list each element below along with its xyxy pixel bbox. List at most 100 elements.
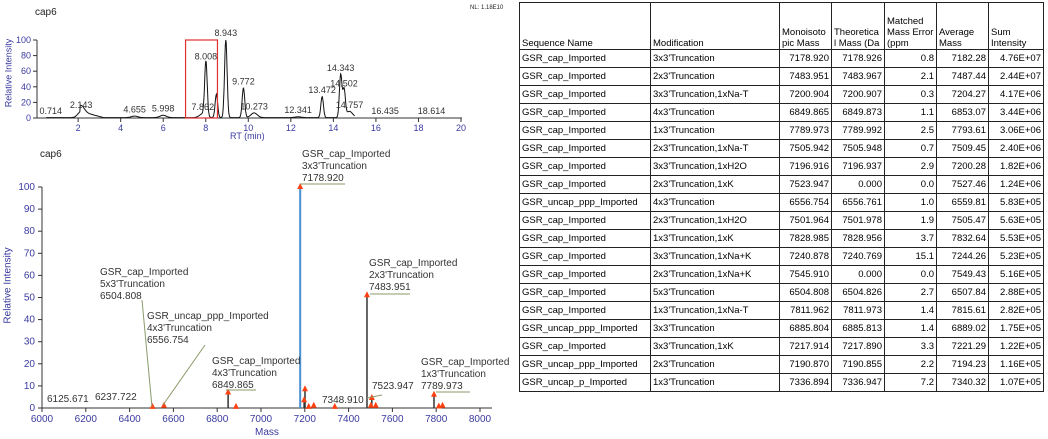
table-cell: GSR_cap_Imported: [519, 283, 651, 302]
y-tick-label: 0: [26, 113, 31, 123]
table-cell: 1.24E+06: [988, 175, 1044, 194]
table-cell: 1x3'Truncation,1xK: [650, 229, 780, 248]
table-cell: 6889.02: [936, 319, 989, 338]
table-cell: 3.7: [884, 229, 937, 248]
chromatogram-title: cap6: [35, 7, 57, 18]
table-cell: 7194.23: [936, 355, 989, 374]
table-cell: 7200.907: [831, 85, 885, 104]
table-cell: 7340.32: [936, 373, 989, 392]
peak-marker: [367, 401, 374, 408]
table-cell: 6504.826: [831, 283, 885, 302]
peak-rt-label: 18.614: [418, 106, 446, 116]
table-cell: 7.2: [884, 373, 937, 392]
peak-rt-label: 8.008: [195, 51, 218, 61]
spectrum-title: cap6: [40, 149, 62, 160]
table-cell: 4x3'Truncation: [650, 103, 780, 122]
peak-label: GSR_cap_Imported 2x3'Truncation 7483.951: [369, 258, 458, 293]
table-cell: 1.82E+06: [988, 157, 1044, 176]
leader-line: [162, 344, 206, 406]
table-cell: 2.9: [884, 157, 937, 176]
table-cell: 7204.27: [936, 85, 989, 104]
table-cell: 2.40E+06: [988, 139, 1044, 158]
x-tick-label: 6600: [162, 414, 185, 425]
table-cell: 7828.956: [831, 229, 885, 248]
peak-marker: [439, 401, 446, 408]
table-cell: 3x3'Truncation,1xK: [650, 337, 780, 356]
table-cell: 7828.985: [779, 229, 832, 248]
x-tick-label: 7000: [250, 414, 273, 425]
table-cell: 1.9: [884, 211, 937, 230]
table-cell: 7240.878: [779, 247, 832, 266]
peak-rt-label: 2.143: [70, 100, 93, 110]
table-cell: 0.000: [831, 175, 885, 194]
table-cell: 0.0: [884, 265, 937, 284]
table-cell: GSR_cap_Imported: [519, 103, 651, 122]
table-cell: 7190.870: [779, 355, 832, 374]
table-cell: 7815.61: [936, 301, 989, 320]
table-cell: GSR_cap_Imported: [519, 49, 651, 68]
x-tick-label: 16: [371, 123, 381, 133]
peak-label: GSR_cap_Imported 1x3'Truncation 7789.973: [421, 357, 510, 392]
table-cell: GSR_cap_Imported: [519, 229, 651, 248]
peak-marker: [363, 291, 370, 298]
x-tick-label: 8000: [469, 414, 492, 425]
x-tick-label: 8: [203, 123, 208, 133]
y-tick-label: 20: [21, 97, 31, 107]
x-tick-label: 2: [76, 123, 81, 133]
peak-marker: [297, 183, 304, 189]
table-cell: 0.3: [884, 85, 937, 104]
table-cell: 5.63E+05: [988, 211, 1044, 230]
peak-rt-label: 4.655: [123, 104, 146, 114]
table-cell: 7178.920: [779, 49, 832, 68]
table-cell: 3.06E+06: [988, 121, 1044, 140]
y-tick-label: 30: [24, 337, 36, 348]
leader-line: [366, 394, 383, 399]
peak-label: 7523.947: [372, 381, 414, 392]
y-tick-label: 80: [21, 51, 31, 61]
table-cell: GSR_cap_Imported: [519, 211, 651, 230]
peak-marker: [225, 388, 232, 395]
table-cell: 7549.43: [936, 265, 989, 284]
peak-rt-label: 7.862: [192, 102, 215, 112]
table-cell: 2x3'Truncation: [650, 355, 780, 374]
table-cell: 2.1: [884, 67, 937, 86]
table-cell: 7793.61: [936, 121, 989, 140]
peak-label: GSR_cap_Imported 4x3'Truncation 6849.865: [212, 356, 301, 391]
peak-rt-label: 14.757: [336, 100, 364, 110]
table-cell: 3x3'Truncation,1xNa-T: [650, 85, 780, 104]
table-cell: GSR_cap_Imported: [519, 157, 651, 176]
table-cell: 7190.855: [831, 355, 885, 374]
y-tick-label: 60: [24, 270, 36, 281]
table-cell: 2.44E+07: [988, 67, 1044, 86]
table-cell: 5.53E+05: [988, 229, 1044, 248]
table-cell: 7501.978: [831, 211, 885, 230]
peak-marker: [160, 401, 167, 408]
chromatogram-trace: [46, 39, 355, 119]
table-cell: 3.3: [884, 337, 937, 356]
peak-rt-label: 14.343: [327, 63, 355, 73]
peak-rt-label: 14.502: [330, 79, 358, 89]
peak-marker: [431, 390, 438, 397]
y-tick-label: 0: [29, 403, 35, 414]
table-cell: 4x3'Truncation: [650, 193, 780, 212]
table-cell: 6556.754: [779, 193, 832, 212]
col-sequence-name: Sequence Name: [519, 2, 651, 50]
table-cell: 7217.890: [831, 337, 885, 356]
table-cell: 4.17E+06: [988, 85, 1044, 104]
table-cell: 7221.29: [936, 337, 989, 356]
peak-rt-label: 13.472: [308, 85, 336, 95]
table-cell: 1.4: [884, 301, 937, 320]
table-cell: GSR_cap_Imported: [519, 85, 651, 104]
table-cell: GSR_uncap_ppp_Imported: [519, 193, 651, 212]
peak-label: 6125.671: [47, 394, 89, 405]
y-tick-label: 90: [24, 204, 36, 215]
table-cell: 7196.916: [779, 157, 832, 176]
